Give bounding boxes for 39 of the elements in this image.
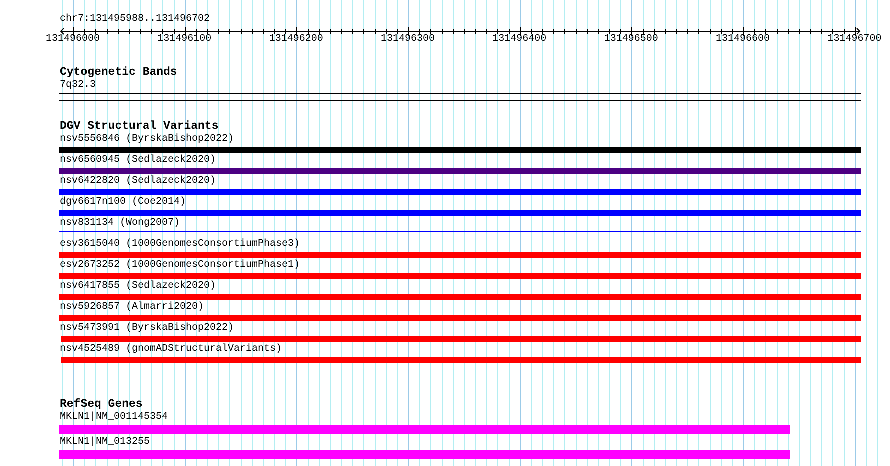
gene-bar (59, 450, 790, 459)
variant-bar (59, 252, 861, 258)
variant-label: nsv6560945 (Sedlazeck2020) (60, 155, 216, 167)
variant-label: nsv831134 (Wong2007) (60, 218, 180, 230)
variant-bar (59, 273, 861, 279)
cytoband-bar (59, 93, 861, 101)
variant-bar (59, 210, 861, 216)
gene-bar (59, 425, 790, 434)
variant-label: dgv6617n100 (Coe2014) (60, 197, 186, 209)
tick-label: 131496400 (492, 34, 547, 46)
variant-label: esv3615040 (1000GenomesConsortiumPhase3) (60, 239, 300, 251)
gene-label: MKLN1|NM_001145354 (60, 412, 168, 424)
track-title: DGV Structural Variants (60, 121, 219, 133)
tick-label: 131496000 (46, 34, 100, 46)
variant-bar (59, 168, 861, 174)
variant-bar (61, 336, 861, 342)
gene-label: MKLN1|NM_013255 (60, 437, 150, 449)
tick-label: 131496600 (716, 34, 770, 46)
variant-label: nsv6422820 (Sedlazeck2020) (60, 176, 216, 188)
variant-label: nsv4525489 (gnomADStructuralVariants) (60, 344, 282, 356)
variant-bar (59, 315, 861, 321)
variant-label: esv2673252 (1000GenomesConsortiumPhase1) (60, 260, 300, 272)
track-title: RefSeq Genes (60, 399, 143, 411)
variant-bar (59, 147, 861, 153)
variant-bar (59, 189, 861, 195)
variant-label: nsv5473991 (ByrskaBishop2022) (60, 323, 234, 335)
tick-label: 131496100 (158, 34, 212, 46)
track-title: Cytogenetic Bands (60, 67, 178, 79)
variant-label: nsv5556846 (ByrskaBishop2022) (60, 134, 234, 146)
locus-title: chr7:131495988..131496702 (60, 14, 210, 26)
band-label: 7q32.3 (60, 80, 96, 92)
tick-label: 131496500 (604, 34, 658, 46)
variant-label: nsv5926857 (Almarri2020) (60, 302, 204, 314)
variant-bar (61, 357, 861, 363)
variant-bar (59, 294, 861, 300)
tick-label: 131496300 (381, 34, 436, 46)
variant-label: nsv6417855 (Sedlazeck2020) (60, 281, 216, 293)
tick-label: 131496700 (828, 34, 882, 46)
tick-label: 131496200 (269, 34, 324, 46)
